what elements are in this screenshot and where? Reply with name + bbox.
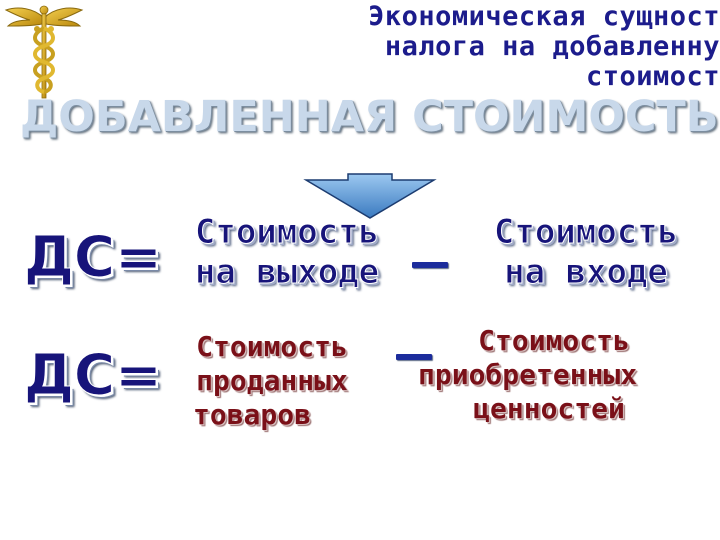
- slide-title: Экономическая сущност налога на добавлен…: [200, 2, 720, 92]
- caduceus-icon: [4, 5, 84, 99]
- formula-2-term-purchased-values: Стоимость приобретенных ценностей: [418, 324, 720, 426]
- term-line: Стоимость: [493, 212, 679, 253]
- term-line: Стоимость: [478, 324, 630, 357]
- formula-2-lhs: ДС=: [24, 343, 163, 409]
- formula-1-term-input-value: Стоимость на входе: [452, 212, 720, 293]
- term-line: на входе: [504, 252, 669, 293]
- formula-1-term-output-value: Стоимость на выходе: [152, 212, 422, 293]
- term-line: Стоимость: [196, 330, 348, 363]
- term-line: ценностей: [473, 392, 625, 425]
- down-arrow-icon: [303, 173, 437, 219]
- title-line: Экономическая сущност: [368, 2, 720, 32]
- formula-1-lhs: ДС=: [24, 225, 163, 291]
- minus-sign: [412, 262, 448, 268]
- term-line: Стоимость: [194, 212, 380, 253]
- term-line: приобретенных: [418, 358, 638, 391]
- formula-2-term-sold-goods: Стоимость проданных товаров: [152, 330, 392, 432]
- term-line: на выходе: [194, 252, 380, 293]
- minus-sign: [396, 354, 432, 360]
- title-line: налога на добавленну: [384, 31, 720, 62]
- title-line: стоимост: [585, 61, 720, 92]
- term-line: проданных: [196, 364, 348, 397]
- banner-heading: ДОБАВЛЕННАЯ СТОИМОСТЬ: [20, 92, 719, 142]
- term-line: товаров: [192, 398, 311, 431]
